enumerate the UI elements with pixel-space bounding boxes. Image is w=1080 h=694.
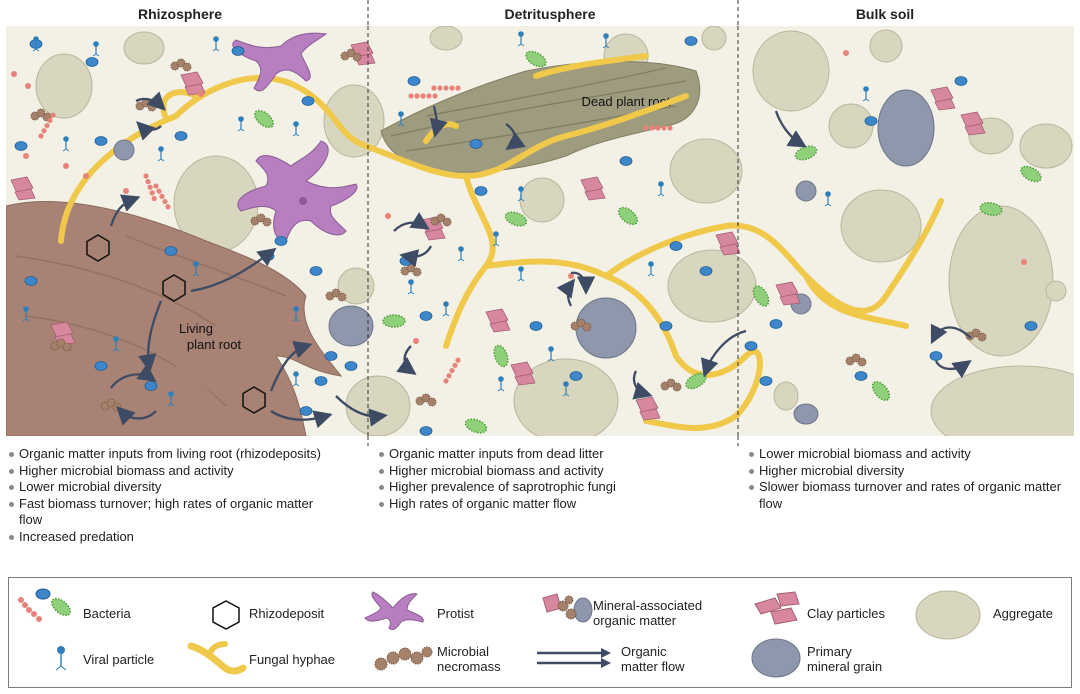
legend-primary-mineral-grain-label: Primary mineral grain <box>807 644 882 674</box>
fungal-hyphae-icon <box>187 641 247 675</box>
legend-rhizodeposit-label: Rhizodeposit <box>249 606 325 621</box>
detritusphere-bullet-list: Organic matter inputs from dead litter H… <box>378 446 708 512</box>
viral-particle-icon <box>55 646 67 671</box>
legend-viral-particle-label: Viral particle <box>83 652 155 667</box>
living-root-label-line2: plant root <box>187 337 242 352</box>
heading-dividers <box>367 0 739 26</box>
bacteria-icon <box>18 588 72 622</box>
aggregate-icon <box>915 590 981 640</box>
clay-particles-icon <box>754 591 800 625</box>
legend: Bacteria Viral particle Rhizodeposit Fun… <box>8 577 1072 688</box>
bottom-dividers <box>367 436 739 446</box>
list-item: Organic matter inputs from living root (… <box>8 446 338 463</box>
primary-mineral-grain-icon <box>751 638 801 678</box>
bulk-soil-bullet-list: Lower microbial biomass and activity Hig… <box>748 446 1078 512</box>
legend-clay-particles-label: Clay particles <box>807 606 886 621</box>
legend-fungal-hyphae-label: Fungal hyphae <box>249 652 336 667</box>
list-item: Higher microbial biomass and activity <box>8 463 338 480</box>
list-item: Higher microbial diversity <box>748 463 1078 480</box>
legend-mineral-associated-om-line2: organic matter <box>593 613 677 628</box>
legend-organic-matter-flow-line1: Organic <box>621 644 667 659</box>
list-item: Lower microbial diversity <box>8 479 338 496</box>
legend-protist-label: Protist <box>437 606 474 621</box>
legend-aggregate-label: Aggregate <box>993 606 1053 621</box>
legend-microbial-necromass-label: Microbial necromass <box>437 644 501 674</box>
list-item: Higher microbial biomass and activity <box>378 463 708 480</box>
list-item: Organic matter inputs from dead litter <box>378 446 708 463</box>
list-item: Slower biomass turnover and rates of org… <box>748 479 1078 512</box>
legend-mineral-associated-om-label: Mineral-associated organic matter <box>593 598 702 628</box>
legend-primary-mineral-grain-line1: Primary <box>807 644 852 659</box>
list-item: High rates of organic matter flow <box>378 496 708 513</box>
rhizodeposit-icon <box>212 600 240 630</box>
list-item: Fast biomass turnover; high rates of org… <box>8 496 338 529</box>
rhizosphere-bullet-list: Organic matter inputs from living root (… <box>8 446 338 545</box>
heading-rhizosphere: Rhizosphere <box>137 6 222 22</box>
legend-organic-matter-flow-label: Organic matter flow <box>621 644 685 674</box>
protist-icon <box>364 591 424 631</box>
living-root-label-line1: Living <box>179 321 213 336</box>
legend-primary-mineral-grain-line2: mineral grain <box>807 659 883 674</box>
dead-root-label: Dead plant root <box>582 94 671 109</box>
heading-detritusphere: Detritusphere <box>504 6 596 22</box>
legend-microbial-necromass-line2: necromass <box>437 659 501 674</box>
list-item: Increased predation <box>8 529 338 546</box>
list-item: Higher prevalence of saprotrophic fungi <box>378 479 708 496</box>
heading-bulk-soil: Bulk soil <box>855 6 915 22</box>
soil-scene-illustration: Living plant root Dead plant root <box>6 26 1074 436</box>
legend-organic-matter-flow-line2: matter flow <box>621 659 685 674</box>
legend-bacteria-label: Bacteria <box>83 606 131 621</box>
mineral-associated-organic-matter-icon <box>542 593 593 623</box>
list-item: Lower microbial biomass and activity <box>748 446 1078 463</box>
microbial-necromass-icon <box>374 646 433 671</box>
legend-mineral-associated-om-line1: Mineral-associated <box>593 598 703 613</box>
organic-matter-flow-arrows-icon <box>537 648 611 668</box>
legend-microbial-necromass-line1: Microbial <box>437 644 490 659</box>
